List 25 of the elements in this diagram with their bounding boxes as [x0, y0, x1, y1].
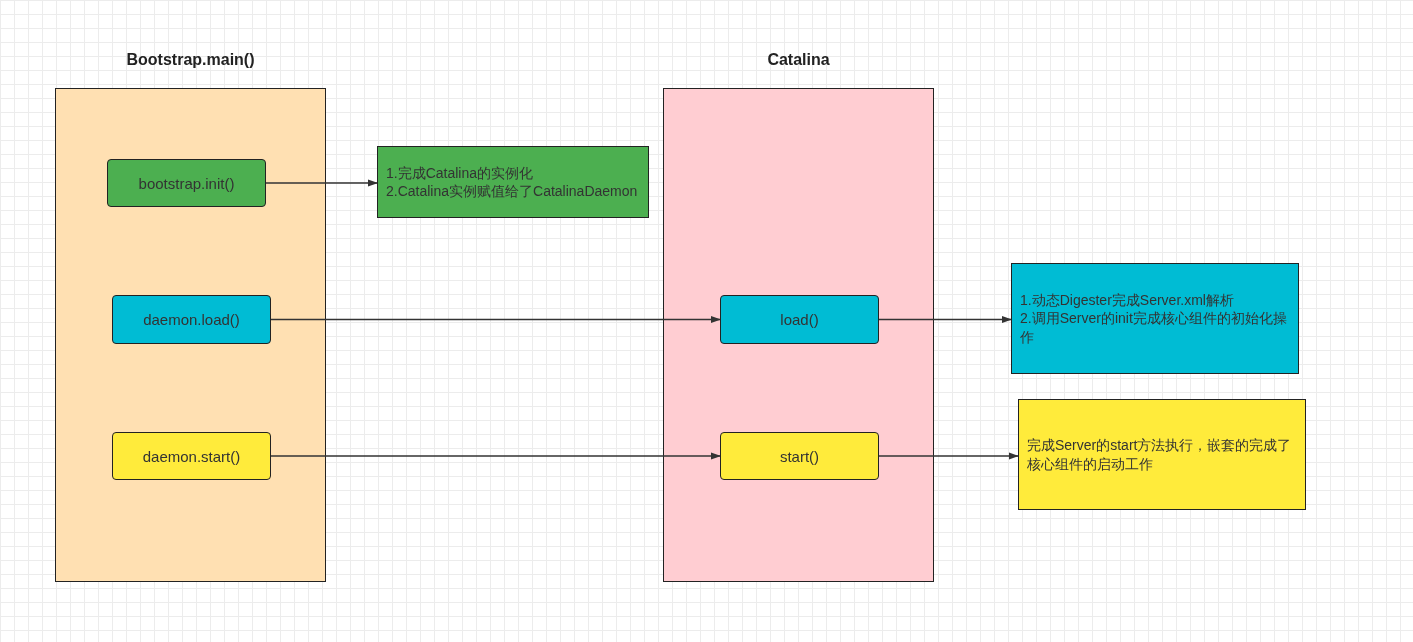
method-label: load() — [780, 311, 819, 328]
note-text: 1.完成Catalina的实例化 — [386, 163, 535, 182]
method-box — [107, 159, 266, 207]
method-box — [112, 295, 271, 344]
arrow — [878, 315, 1013, 324]
method-label: daemon.start() — [142, 447, 241, 465]
method-label: daemon.load() — [143, 311, 240, 328]
class-title: Catalina — [766, 51, 831, 69]
class-title: Bootstrap.main() — [125, 51, 256, 69]
note-text: 2.调用Server的init完成核心组件的初始化操作 — [1020, 309, 1288, 346]
method-box — [720, 432, 879, 480]
method-box — [720, 295, 879, 344]
note-box — [1018, 399, 1306, 510]
note-box — [377, 146, 649, 218]
note-text: 1.动态Digester完成Server.xml解析 — [1020, 291, 1235, 310]
note-box — [1011, 263, 1299, 374]
note-text: 完成Server的start方法执行，嵌套的完成了核心组件的启动工作 — [1027, 436, 1293, 473]
arrow — [270, 452, 722, 460]
arrow — [270, 315, 722, 324]
method-label: bootstrap.init() — [138, 174, 235, 192]
arrow — [878, 452, 1020, 460]
note-text: 2.Catalina实例赋值给了CatalinaDaemon — [386, 182, 639, 201]
method-box — [112, 432, 271, 480]
arrow — [265, 179, 379, 187]
method-label: start() — [779, 447, 820, 465]
